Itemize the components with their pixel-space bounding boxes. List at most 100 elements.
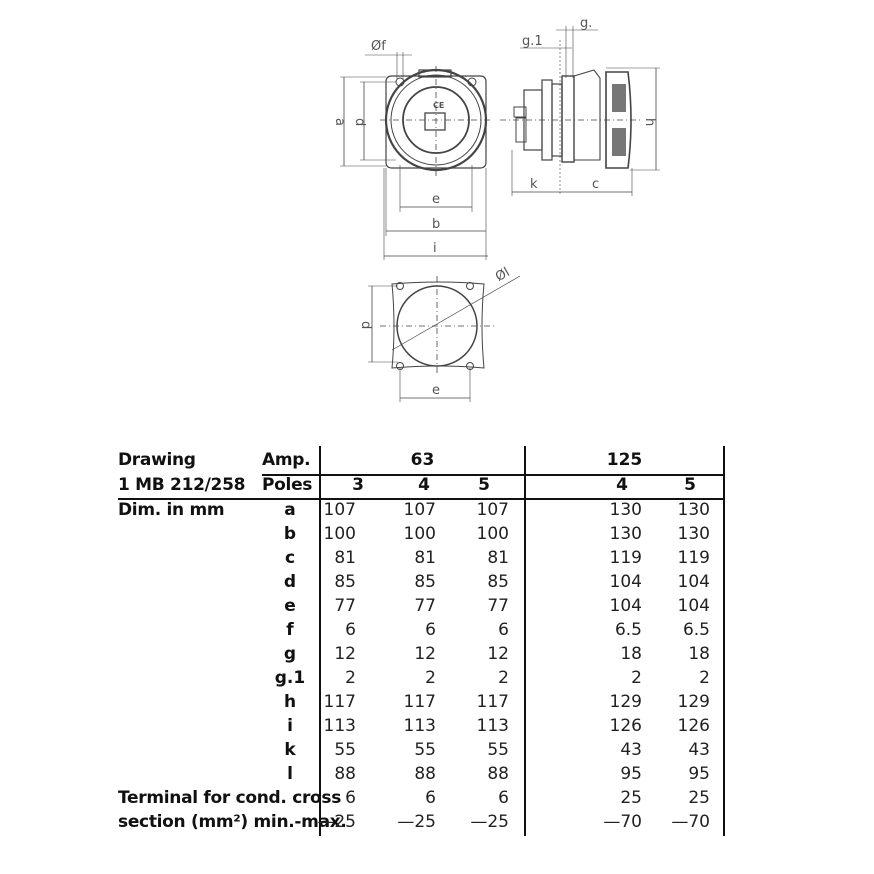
dim-value: 2: [699, 668, 710, 688]
dim-value: 100: [403, 524, 436, 544]
amp-63: 63: [410, 450, 435, 470]
dim-value: 100: [476, 524, 509, 544]
dim-value: 107: [323, 500, 356, 520]
dim-value: 55: [334, 740, 356, 760]
drawing-number: 1 MB 212/258: [118, 475, 246, 495]
dim-value: 104: [609, 596, 642, 616]
label-g: g.: [580, 16, 592, 31]
divider-amp: [262, 474, 725, 476]
dim-value: 6.5: [614, 620, 642, 640]
dim-value: 18: [620, 644, 642, 664]
dim-value: 2: [631, 668, 642, 688]
label-d-cutout: d: [358, 321, 373, 329]
terminal-min-63-4: 6: [425, 788, 436, 808]
label-i: i: [433, 241, 437, 256]
side-view: [500, 26, 660, 196]
dim-value: 85: [334, 572, 356, 592]
dim-value: 88: [414, 764, 436, 784]
dim-value: 2: [425, 668, 436, 688]
dim-label: Dim. in mm: [118, 500, 225, 520]
dim-value: 77: [487, 596, 509, 616]
cutout-view: [368, 275, 521, 402]
dim-value: 6: [345, 620, 356, 640]
dim-value: 107: [476, 500, 509, 520]
drawing-label: Drawing: [118, 450, 196, 470]
dim-value: 117: [476, 692, 509, 712]
amp-125: 125: [606, 450, 643, 470]
terminal-min-125-5: 25: [688, 788, 710, 808]
dim-key: c: [284, 548, 296, 568]
label-d: d: [352, 118, 367, 126]
dim-value: 55: [414, 740, 436, 760]
dim-value: 12: [334, 644, 356, 664]
dim-value: 6: [425, 620, 436, 640]
dim-value: 113: [323, 716, 356, 736]
poles-63-3: 3: [352, 475, 364, 495]
dim-value: 129: [677, 692, 710, 712]
dim-value: 85: [414, 572, 436, 592]
terminal-max-63-5: —25: [470, 812, 509, 832]
dim-value: 130: [609, 524, 642, 544]
dim-key: i: [287, 716, 293, 736]
dim-value: 12: [414, 644, 436, 664]
dim-value: 85: [487, 572, 509, 592]
dim-key: g.1: [274, 668, 306, 688]
terminal-max-63-3: —25: [317, 812, 356, 832]
technical-drawing: CE Øf a d e b i: [0, 0, 874, 420]
terminal-min-63-5: 6: [498, 788, 509, 808]
dim-value: 119: [609, 548, 642, 568]
dim-key: g: [283, 644, 297, 664]
dim-value: 95: [688, 764, 710, 784]
dim-value: 130: [677, 500, 710, 520]
poles-63-4: 4: [418, 475, 430, 495]
dim-value: 55: [487, 740, 509, 760]
dim-value: 104: [677, 596, 710, 616]
dim-value: 88: [487, 764, 509, 784]
dim-value: 6.5: [682, 620, 710, 640]
dim-value: 126: [609, 716, 642, 736]
dim-value: 117: [323, 692, 356, 712]
dim-value: 130: [609, 500, 642, 520]
dim-value: 107: [403, 500, 436, 520]
dim-value: 117: [403, 692, 436, 712]
divider-vertical-1: [319, 446, 321, 836]
terminal-label-line2: section (mm²) min.-max.: [118, 812, 347, 832]
dim-key: l: [287, 764, 293, 784]
dim-value: 18: [688, 644, 710, 664]
label-b: b: [432, 217, 440, 232]
dim-value: 129: [609, 692, 642, 712]
dim-value: 43: [620, 740, 642, 760]
dim-key: f: [286, 620, 294, 640]
dim-key: d: [283, 572, 297, 592]
amp-label: Amp.: [262, 450, 311, 470]
label-c: c: [592, 177, 599, 192]
label-phi-l: Øl: [493, 265, 513, 285]
terminal-min-63-3: 6: [345, 788, 356, 808]
dim-value: 2: [498, 668, 509, 688]
poles-63-5: 5: [478, 475, 490, 495]
poles-125-5: 5: [684, 475, 696, 495]
divider-vertical-2: [524, 446, 526, 836]
dim-value: 130: [677, 524, 710, 544]
dim-value: 95: [620, 764, 642, 784]
dim-value: 113: [476, 716, 509, 736]
dim-value: 100: [323, 524, 356, 544]
dim-value: 81: [487, 548, 509, 568]
poles-label: Poles: [262, 475, 313, 495]
dim-value: 12: [487, 644, 509, 664]
dim-value: 77: [334, 596, 356, 616]
divider-header: [118, 498, 725, 500]
dim-value: 126: [677, 716, 710, 736]
dim-key: h: [283, 692, 297, 712]
dim-value: 81: [414, 548, 436, 568]
divider-vertical-3: [723, 446, 725, 836]
dim-value: 104: [609, 572, 642, 592]
dim-key: a: [284, 500, 296, 520]
front-view: [340, 52, 492, 260]
dim-value: 77: [414, 596, 436, 616]
dim-key: b: [283, 524, 297, 544]
dim-value: 88: [334, 764, 356, 784]
dim-key: e: [284, 596, 296, 616]
label-phi-f: Øf: [371, 39, 386, 54]
terminal-min-125-4: 25: [620, 788, 642, 808]
